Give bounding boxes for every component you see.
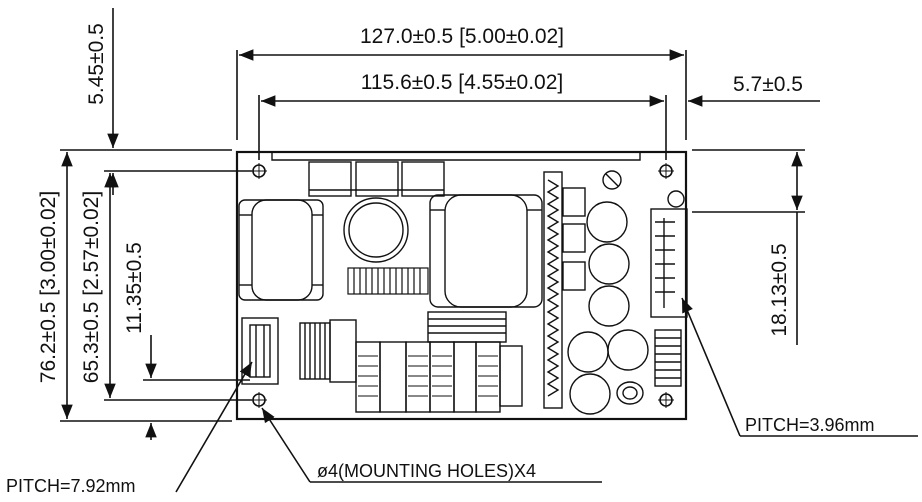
components [238,161,688,415]
hole-offset-right-label: 5.7±0.5 [733,73,803,96]
input-pitch-note: PITCH=7.92mm [6,476,136,496]
inductor-icon [355,341,523,413]
inductor-windings-icon [358,355,498,397]
extension-lines [60,50,805,422]
top-connector-icon [308,161,352,197]
hole-pitch-width-label: 65.3±0.5 [2.57±0.02] [80,191,103,383]
output-connector-icon [650,208,688,318]
pcb-board [235,150,688,421]
mounting-holes-note: ø4(MOUNTING HOLES)X4 [317,461,536,481]
transformer-icon [238,199,324,301]
overall-width-label: 76.2±0.5 [3.00±0.02] [37,191,60,383]
output-capacitor-icon [567,201,649,415]
capacitor-icon [343,197,409,263]
dimension-lines [61,8,820,440]
top-hole-offset-label: 5.45±0.5 [85,23,108,105]
output-connector-offset-label: 18.13±0.5 [768,243,791,336]
mounting-hole-icon [251,163,674,408]
overall-length-label: 127.0±0.5 [5.00±0.02] [360,25,564,48]
note-leaders [175,297,918,493]
hole-pitch-length-label: 115.6±0.5 [4.55±0.02] [361,71,563,94]
heatsink-icon [347,267,429,295]
output-pitch-note: PITCH=3.96mm [745,415,875,435]
main-transformer-icon [429,194,543,308]
input-connector-icon [241,317,279,385]
board-outline [235,150,688,421]
dimension-labels: 127.0±0.5 [5.00±0.02] 115.6±0.5 [4.55±0.… [37,23,803,383]
potentiometer-icon [602,170,622,190]
heatsink-fin-icon [546,179,560,397]
input-connector-offset-label: 11.35±0.5 [123,242,146,334]
